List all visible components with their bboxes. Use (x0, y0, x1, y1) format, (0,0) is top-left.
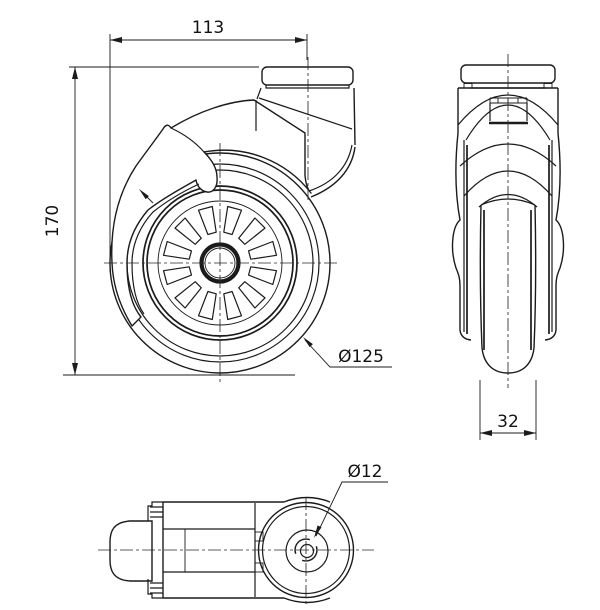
hub-spoke (223, 205, 243, 236)
dim-170-arrow-top (72, 67, 78, 79)
dimensions-layer: 113 170 Ø125 32 Ø12 (43, 18, 537, 538)
bottom-joint-notch-bottom (254, 562, 264, 573)
bottom-horn-bottom (283, 597, 331, 604)
fork-right-edge (353, 87, 356, 146)
bottom-boot-bottom (147, 579, 163, 599)
bottom-hub-circle (285, 529, 329, 573)
dim-125-opposite-tail (146, 196, 154, 204)
hub-spoke (197, 290, 217, 321)
bottom-bore-ring-arc1 (294, 538, 311, 555)
hub-spoke (197, 205, 217, 236)
side-view (451, 54, 565, 388)
hub-spoke (238, 281, 266, 309)
dim-125-arrow (303, 337, 313, 348)
side-tire-left-edge (479, 204, 483, 349)
bottom-center-hole (299, 543, 315, 559)
side-tire-right-edge (533, 204, 537, 349)
dim-32-arrow-left (480, 430, 492, 436)
bottom-stem (109, 520, 153, 582)
hub-spoke (247, 266, 278, 286)
dim-170-arrow-bottom (72, 363, 78, 375)
side-fork-right-outer (544, 132, 565, 341)
dim-125-leader (304, 339, 392, 368)
bottom-horn-top (283, 496, 331, 503)
fork-wedge-diagonal (258, 97, 353, 130)
fork-back-swoosh-inner (308, 144, 353, 192)
dim-overall-width-label: 113 (192, 18, 224, 38)
hub-spoke (223, 290, 243, 321)
fork-neck-left-edge (256, 87, 262, 100)
dim-overall-height-label: 170 (43, 205, 63, 237)
dim-12-arrow (314, 525, 322, 538)
hub-spokes (162, 205, 278, 321)
side-fork-left-outer (451, 132, 472, 341)
hub-spoke (162, 240, 193, 260)
hub-spoke (174, 217, 202, 245)
dim-125-opposite-arrow (139, 189, 149, 200)
hub-spoke (174, 281, 202, 309)
bottom-boot-top (147, 501, 163, 521)
dim-113-arrow-right (295, 37, 307, 43)
bottom-view (98, 496, 374, 604)
side-kingpin-strip (489, 97, 528, 104)
side-cap-tab-right (543, 83, 553, 89)
dim-32-arrow-right (524, 430, 536, 436)
bottom-bore-ring-arc2 (301, 545, 318, 562)
stem-cap-flange (265, 85, 350, 89)
side-cap-tab-left (463, 83, 473, 89)
front-view (104, 57, 356, 384)
fender-inner-lip-line (131, 183, 200, 315)
dim-12-leader (315, 481, 388, 537)
dim-113-arrow-left (110, 37, 122, 43)
stem-cap (261, 66, 354, 86)
hub-spoke (238, 217, 266, 245)
dim-wheel-width-label: 32 (497, 412, 519, 432)
dim-axle-bore-label: Ø12 (347, 462, 382, 482)
fork-back-swoosh-outer (310, 146, 356, 198)
dim-wheel-diameter-label: Ø125 (338, 347, 384, 367)
fork-fender-outline (111, 99, 312, 327)
hub-spoke (247, 240, 278, 260)
fender-band-lower-edge (170, 127, 205, 153)
hub-spoke (162, 266, 193, 286)
